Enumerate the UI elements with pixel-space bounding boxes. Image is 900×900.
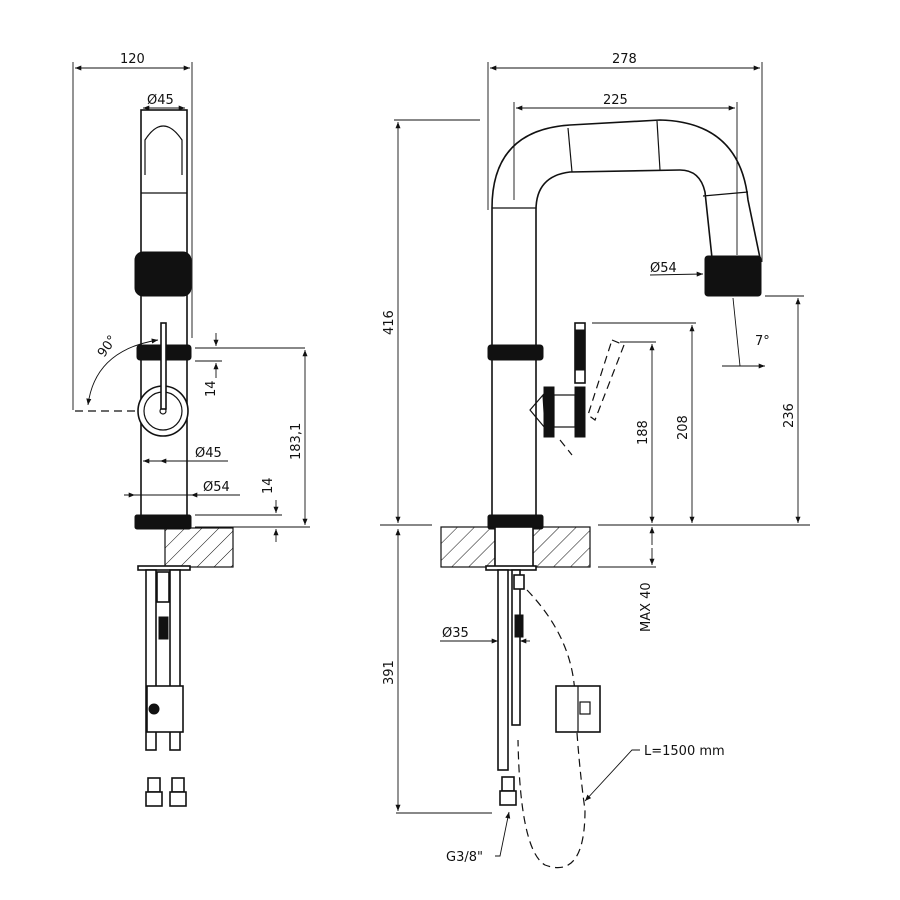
hose-length-label: L=1500 mm xyxy=(644,744,725,759)
side-angle-arc xyxy=(86,338,159,406)
side-body xyxy=(140,109,188,529)
side-pipe-left xyxy=(145,569,157,751)
side-countertop xyxy=(164,527,234,568)
side-nut-right xyxy=(169,791,187,807)
side-angle-label: 90° xyxy=(95,333,121,360)
front-spout-body xyxy=(491,119,761,529)
side-view: 90° 120 Ø45 14 183,1 Ø45 Ø54 14 xyxy=(72,52,310,807)
front-tilt-label: 7° xyxy=(755,334,770,349)
side-body-dia-label: Ø45 xyxy=(195,446,222,461)
connection-label: G3/8" xyxy=(446,850,483,865)
front-cartridge-knurl xyxy=(543,386,555,438)
front-hose xyxy=(517,589,586,869)
front-outlet-height-label: 236 xyxy=(782,403,797,428)
front-pipe xyxy=(497,569,509,771)
front-max-counter-label: MAX 40 xyxy=(639,582,654,632)
front-lever-open-height-label: 188 xyxy=(636,420,651,445)
front-spray-head xyxy=(704,255,762,297)
front-lever-open xyxy=(587,339,625,421)
side-base-dia-label: Ø54 xyxy=(203,480,230,495)
side-nut-left xyxy=(145,791,163,807)
front-lever-height-label: 208 xyxy=(676,415,691,440)
front-collar-ring xyxy=(487,344,544,361)
front-nut xyxy=(499,790,517,806)
side-fitting xyxy=(156,571,170,603)
side-spout-dia-label: Ø45 xyxy=(147,93,174,108)
front-height-label: 416 xyxy=(382,310,397,335)
front-countertop-left xyxy=(440,526,496,568)
side-height-label: 183,1 xyxy=(289,423,304,460)
side-ring-height-label: 14 xyxy=(204,380,219,397)
side-lever xyxy=(160,322,167,410)
side-knurled-ring xyxy=(134,251,192,297)
front-pipe-dia-label: Ø35 xyxy=(442,626,469,641)
front-below-counter-label: 391 xyxy=(382,660,397,685)
side-base-ring xyxy=(134,514,192,530)
side-width-label: 120 xyxy=(120,52,145,67)
front-plate xyxy=(485,565,537,571)
side-spout-outline xyxy=(144,125,183,175)
side-plate xyxy=(137,565,191,571)
front-view: 278 225 416 Ø54 7° 236 208 188 MAX 40 39… xyxy=(380,52,810,869)
front-countertop-right xyxy=(532,526,591,568)
side-base-height-label: 14 xyxy=(261,477,276,494)
front-head-dia-label: Ø54 xyxy=(650,261,677,276)
front-width-label: 278 xyxy=(612,52,637,67)
front-reach-label: 225 xyxy=(603,93,628,108)
